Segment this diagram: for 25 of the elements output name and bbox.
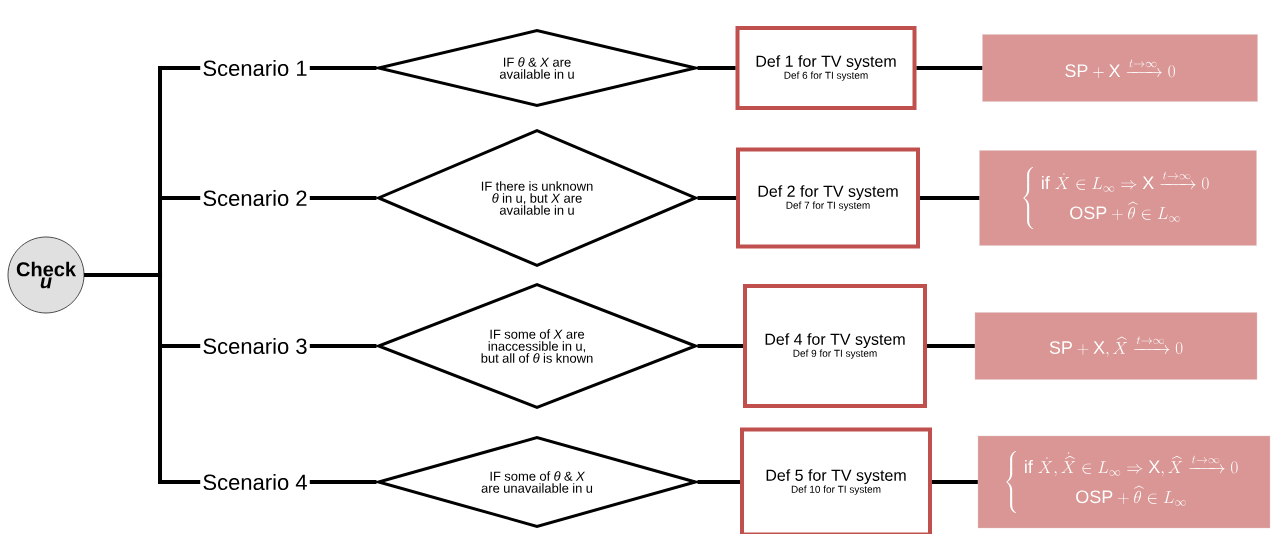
- definition-box: Def 2 for TV system Def 7 for TI system: [736, 147, 920, 249]
- result-box: $\left\{\begin{array}{c}\mathrm{if}\ \dot{X},\dot{\widehat{X}}\in L_\infty\Rightarrow\mathrm{X},\widehat{X}\xrightarrow{t\to\infty}0\\ \mathrm{OSP}+\widehat{\theta}\in L_\infty\end{array}\right.$: [977, 435, 1271, 529]
- scenario-label: Scenario 1: [203, 59, 307, 77]
- connector-line: [697, 480, 740, 484]
- definition-box: Def 5 for TV system Def 10 for TI system: [740, 427, 932, 534]
- connector-line: [309, 196, 377, 200]
- result-box: $\mathrm{SP}+\mathrm{X},\widehat{X}\xrightarrow{t\to\infty}0$: [974, 312, 1258, 380]
- definition-box: Def 4 for TV system Def 9 for TI system: [743, 284, 927, 408]
- connector-line: [920, 196, 980, 200]
- connector-line: [697, 66, 736, 70]
- result-box: $\left\{\begin{array}{c}\mathrm{if}\ \dot{X}\in L_\infty\Rightarrow\mathrm{X}\xrightarrow{t\to\infty}0\\ \mathrm{OSP}+\widehat{\theta}\in L_\infty\end{array}\right.$: [979, 150, 1257, 246]
- scenario-label: Scenario 3: [203, 337, 307, 355]
- result-box: $\mathrm{SP}+\mathrm{X}\xrightarrow{t\to\infty}0$: [982, 34, 1258, 102]
- connector-line: [932, 480, 978, 484]
- scenario-label: Scenario 2: [203, 189, 307, 207]
- connector-line: [309, 66, 377, 70]
- connector-line: [927, 344, 975, 348]
- connector-line: [916, 66, 983, 70]
- scenario-label: Scenario 4: [203, 473, 307, 491]
- connector-line: [309, 344, 377, 348]
- connector-line: [697, 196, 736, 200]
- connector-line: [84, 273, 201, 484]
- definition-box: Def 1 for TV system Def 6 for TI system: [735, 26, 917, 110]
- connector-line: [697, 344, 743, 348]
- connector-line: [309, 480, 377, 484]
